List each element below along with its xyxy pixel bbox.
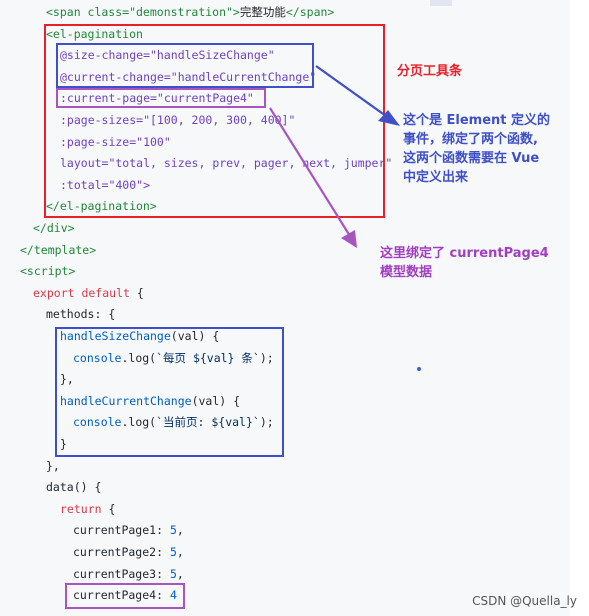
code-token: 5: [169, 566, 177, 581]
code-line: @current-change="handleCurrentChange": [60, 67, 316, 87]
code-line: },: [46, 456, 60, 476]
events-note-line: 这个是 Element 定义的: [403, 113, 551, 128]
code-line: :page-size="100": [60, 132, 171, 152]
code-line: <span class="demonstration">完整功能</span>: [46, 2, 334, 22]
code-line: console.log(`当前页: ${val}`);: [73, 412, 274, 432]
code-line: }: [60, 434, 67, 454]
code-token: {: [101, 501, 116, 516]
code-token: export default: [33, 285, 137, 300]
code-token: return: [60, 501, 102, 516]
events-note: 这个是 Element 定义的 事件，绑定了两个函数, 这两个函数需要在 Vue…: [403, 111, 550, 187]
code-token: .log(: [121, 415, 157, 430]
current-page-note: 这里绑定了 currentPage4 模型数据: [380, 244, 549, 282]
current-page-note-line: 这里绑定了 currentPage4: [380, 246, 549, 261]
events-note-line: 这两个函数需要在 Vue: [403, 151, 540, 166]
code-token: }: [60, 437, 67, 451]
code-token: <script>: [20, 264, 76, 279]
code-token: </span>: [285, 5, 335, 19]
code-token: ,: [176, 545, 184, 559]
scroll-indicator: [430, 0, 452, 6]
code-token: currentPage4:: [73, 588, 170, 603]
code-token: </template>: [20, 242, 97, 257]
code-token: },: [60, 372, 74, 387]
purple-arrow-line: [269, 107, 351, 237]
code-line: currentPage1: 5,: [73, 520, 184, 540]
code-token: {: [136, 285, 144, 300]
code-line: <script>: [20, 261, 75, 281]
code-token: (val) {: [191, 393, 241, 408]
current-page-note-line: 模型数据: [380, 265, 433, 280]
code-line: data() {: [46, 477, 101, 497]
code-token: console: [73, 415, 122, 430]
code-line: return {: [60, 499, 115, 519]
stray-dot: [417, 367, 421, 371]
watermark: CSDN @Quella_ly: [472, 594, 577, 608]
code-line: handleCurrentChange(val) {: [60, 391, 240, 411]
code-token: .log(: [121, 350, 157, 365]
current-page-highlight-box: [56, 88, 266, 108]
code-token: console: [73, 350, 122, 365]
code-line: methods: {: [46, 304, 115, 324]
blue-arrow-line: [315, 65, 387, 117]
code-token: </div>: [33, 221, 75, 235]
code-block: [0, 0, 570, 616]
code-token: :current-page="currentPage4": [60, 91, 254, 106]
code-token: (val) {: [170, 329, 220, 343]
code-line: </div>: [33, 218, 75, 238]
code-token: },: [46, 458, 60, 473]
current-page4-highlight-box: [65, 583, 185, 609]
events-note-line: 中定义出来: [403, 170, 469, 185]
code-token: );: [259, 350, 274, 365]
blue-arrow-head: [378, 110, 400, 126]
code-line: </template>: [20, 240, 96, 260]
code-token: handleCurrentChange: [60, 393, 192, 408]
code-token: handleSizeChange: [60, 329, 171, 343]
code-line: },: [60, 369, 74, 389]
code-line: <el-pagination: [46, 24, 143, 44]
code-line: @size-change="handleSizeChange": [60, 45, 275, 65]
code-token: currentPage1:: [73, 523, 170, 538]
code-token: currentPage2:: [73, 545, 170, 559]
code-token: currentPage3:: [73, 566, 170, 581]
code-token: @current-change="handleCurrentChange": [60, 69, 317, 84]
code-line: currentPage4: 4: [73, 585, 177, 605]
code-line: </el-pagination>: [46, 196, 157, 216]
code-token: ,: [176, 523, 184, 538]
code-line: currentPage2: 5,: [73, 542, 184, 562]
code-token: `每页 ${val} 条`: [156, 350, 260, 365]
code-token: <span class="demonstration">: [46, 5, 240, 19]
code-token: ,: [176, 566, 184, 581]
code-line: :total="400">: [60, 175, 150, 195]
code-token: data() {: [46, 480, 102, 495]
code-line: console.log(`每页 ${val} 条`);: [73, 348, 274, 368]
code-token: 5: [169, 545, 177, 559]
code-token: :total="400">: [60, 177, 151, 192]
purple-arrow-head: [341, 230, 357, 248]
code-line: handleSizeChange(val) {: [60, 326, 219, 346]
code-line: :current-page="currentPage4": [60, 88, 254, 108]
code-token: <el-pagination: [46, 26, 143, 41]
events-highlight-box: [56, 43, 314, 88]
code-token: );: [259, 415, 274, 430]
code-token: 完整功能: [239, 5, 286, 19]
pagination-label: 分页工具条: [397, 64, 463, 79]
code-token: methods: {: [46, 307, 116, 322]
code-line: currentPage3: 5,: [73, 564, 184, 584]
code-token: @size-change="handleSizeChange": [60, 48, 275, 63]
code-token: 4: [169, 588, 177, 603]
code-token: layout="total, sizes, prev, pager, next,…: [60, 156, 393, 171]
code-token: :page-size="100": [60, 134, 171, 149]
code-token: `当前页: ${val}`: [156, 415, 260, 430]
code-line: layout="total, sizes, prev, pager, next,…: [60, 153, 392, 173]
code-line: export default {: [33, 283, 144, 303]
code-token: 5: [169, 523, 177, 538]
code-token: </el-pagination>: [46, 199, 157, 214]
methods-highlight-box: [55, 327, 284, 457]
events-note-line: 事件，绑定了两个函数,: [403, 132, 538, 147]
